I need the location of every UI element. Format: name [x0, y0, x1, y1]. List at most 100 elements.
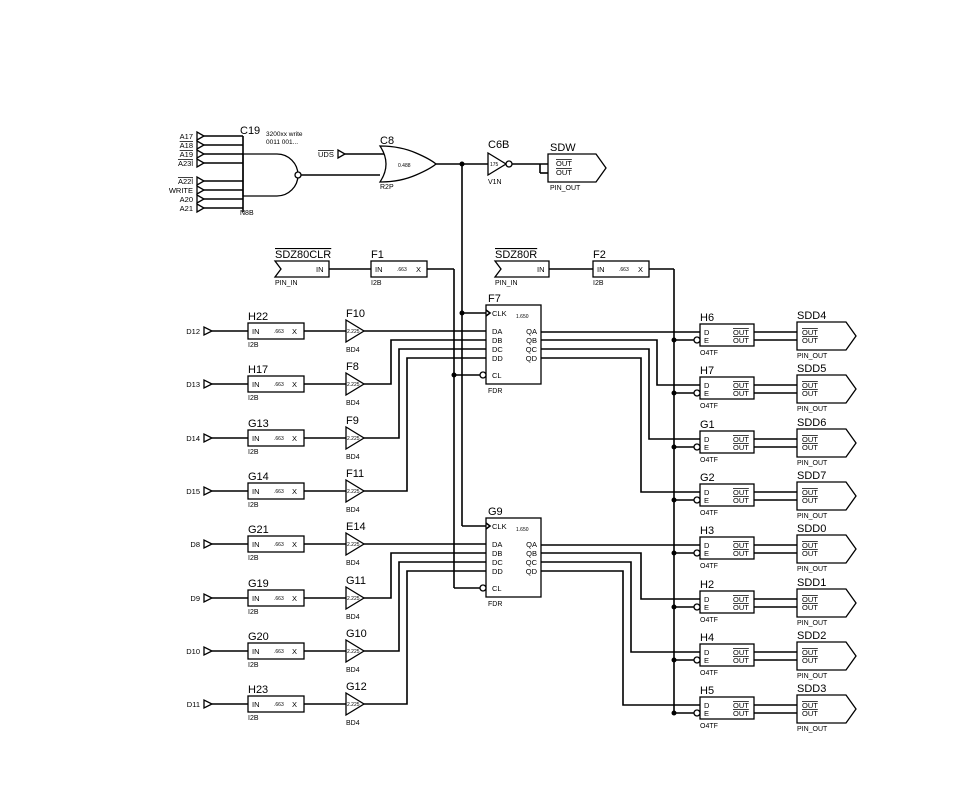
output-pin-out: OUT	[802, 595, 818, 604]
enable-bubble	[693, 336, 701, 344]
output-pin-shape	[796, 641, 857, 671]
output-pin-shape	[796, 694, 857, 724]
latch-value: 1.650	[516, 314, 529, 320]
bd4-value: 2.225	[347, 329, 360, 335]
sdz80clr-input-pin	[273, 260, 330, 278]
bd4-type: BD4	[346, 454, 360, 461]
sdz80r-name: SDZ80R	[495, 249, 537, 261]
i2b-pin-x: X	[292, 594, 297, 603]
f1-in: IN	[375, 265, 383, 274]
wire	[541, 357, 700, 493]
junction-dot	[671, 604, 677, 610]
f1-x: X	[416, 265, 421, 274]
o4tf-pin-d: D	[704, 701, 710, 710]
i2b-pin-in: IN	[252, 594, 260, 603]
inverter-type: V1N	[488, 179, 502, 186]
o4tf-pin-out: OUT	[733, 328, 749, 337]
f2-x: X	[638, 265, 643, 274]
o4tf-pin-out-2: OUT	[733, 389, 749, 398]
latch-pin-qd: QD	[526, 567, 538, 576]
bd4-buffer	[345, 371, 366, 397]
clock-edge-icon	[485, 309, 492, 317]
i2b-type: I2B	[248, 662, 259, 669]
f2-type: I2B	[593, 280, 604, 287]
output-pin-out: OUT	[802, 488, 818, 497]
o4tf-buffer	[699, 430, 755, 454]
inverter-c6b	[487, 151, 508, 177]
latch-ref: G9	[488, 506, 503, 518]
i2b-value: .663	[274, 702, 284, 708]
input-pin-icon	[203, 378, 214, 390]
i2b-type: I2B	[248, 449, 259, 456]
output-pin-out-2: OUT	[802, 549, 818, 558]
output-pin-type: PIN_OUT	[797, 620, 828, 627]
output-pin-shape	[796, 588, 857, 618]
output-pin-type: PIN_OUT	[797, 673, 828, 680]
input-pin-icon	[196, 130, 206, 142]
latch-pin-clk: CLK	[492, 522, 507, 531]
output-pin-type: PIN_OUT	[797, 460, 828, 467]
output-pin-name: SDD0	[797, 523, 826, 535]
latch-ref: F7	[488, 293, 501, 305]
data-signal-label: D12	[186, 327, 200, 336]
latch-body	[485, 517, 542, 598]
sdw-output-pin	[547, 153, 607, 183]
bd4-type: BD4	[346, 347, 360, 354]
latch-pin-clk: CLK	[492, 309, 507, 318]
junction-dot	[451, 372, 457, 378]
sdz80clr-type: PIN_IN	[275, 280, 298, 287]
sdz80clr-name: SDZ80CLR	[275, 249, 331, 261]
output-pin-type: PIN_OUT	[797, 513, 828, 520]
o4tf-pin-e: E	[704, 603, 709, 612]
latch-pin-cl: CL	[492, 371, 502, 380]
o4tf-buffer	[699, 643, 755, 667]
uds-pin-icon	[337, 148, 347, 160]
addr-input-write: WRITE	[169, 184, 243, 196]
output-pin-name: SDD3	[797, 683, 826, 695]
o4tf-ref: H4	[700, 632, 714, 644]
o4tf-buffer	[699, 590, 755, 614]
wire	[364, 561, 486, 652]
output-pin-shape	[796, 374, 857, 404]
o4tf-pin-out-2: OUT	[733, 496, 749, 505]
input-pin-icon	[203, 592, 214, 604]
output-pin-name: SDD4	[797, 310, 826, 322]
o4tf-pin-d: D	[704, 328, 710, 337]
inverter-ref: C6B	[488, 139, 509, 151]
latch-pin-cl: CL	[492, 584, 502, 593]
sdw-out-1: OUT	[556, 159, 572, 168]
enable-bubble	[693, 443, 701, 451]
bd4-buffer	[345, 691, 366, 717]
i2b-pin-x: X	[292, 434, 297, 443]
f1-value: .663	[397, 267, 407, 273]
output-pin-shape	[796, 321, 857, 351]
i2b-pin-x: X	[292, 487, 297, 496]
bd4-ref: F10	[346, 308, 365, 320]
address-decode-section: C19 N8B 3200xx write 0011 001... A17 A18…	[169, 125, 607, 217]
i2b-ref: G19	[248, 578, 269, 590]
addr-input-a18: A18	[180, 139, 243, 151]
o4tf-pin-e: E	[704, 389, 709, 398]
o4tf-buffer	[699, 376, 755, 400]
output-pin-out-2: OUT	[802, 709, 818, 718]
o4tf-pin-out-2: OUT	[733, 709, 749, 718]
junction-dot	[671, 337, 677, 343]
latch-pin-dc: DC	[492, 345, 503, 354]
latch-pin-dd: DD	[492, 354, 503, 363]
data-signal-label: D14	[186, 434, 200, 443]
data-signal-label: D9	[190, 594, 200, 603]
bd4-type: BD4	[346, 507, 360, 514]
wire	[541, 339, 700, 386]
i2b-pin-x: X	[292, 380, 297, 389]
bd4-ref: G10	[346, 628, 367, 640]
wire	[541, 348, 700, 440]
latch-pin-qc: QC	[526, 345, 538, 354]
i2b-value: .663	[274, 436, 284, 442]
